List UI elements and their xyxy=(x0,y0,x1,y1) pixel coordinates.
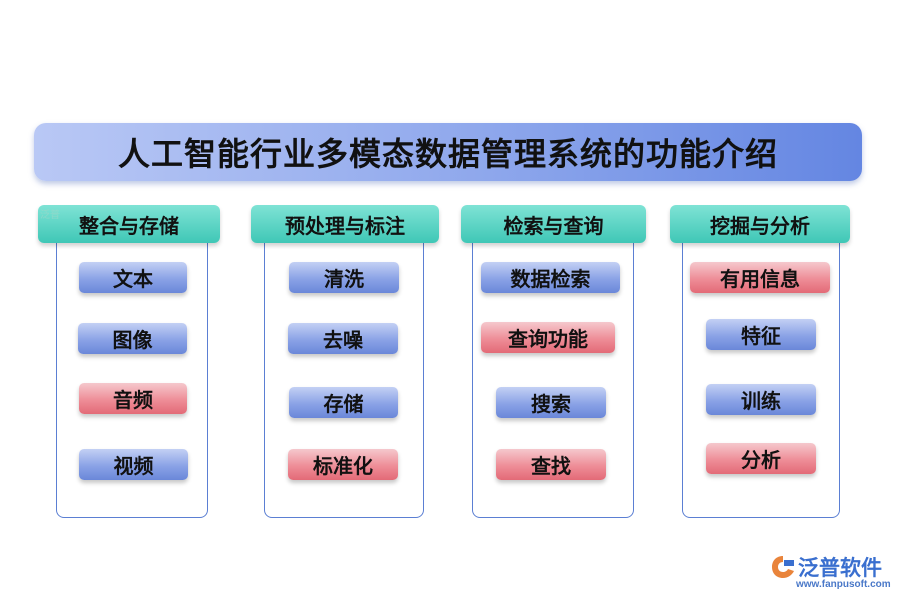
item-search: 搜索 xyxy=(496,387,606,418)
item-standardize: 标准化 xyxy=(288,449,398,480)
column-header-mining-analysis: 挖掘与分析 xyxy=(670,205,850,243)
item-audio: 音频 xyxy=(79,383,187,414)
brand-logo-url: www.fanpusoft.com xyxy=(796,579,891,590)
column-header-retrieval-query: 检索与查询 xyxy=(461,205,646,243)
item-image: 图像 xyxy=(78,323,187,354)
item-video: 视频 xyxy=(79,449,188,480)
item-features: 特征 xyxy=(706,319,816,350)
item-analysis: 分析 xyxy=(706,443,816,474)
brand-logo: 泛普软件 www.fanpusoft.com xyxy=(770,552,892,594)
item-data-retrieval: 数据检索 xyxy=(481,262,620,293)
item-training: 训练 xyxy=(706,384,816,415)
faint-watermark: 泛普 xyxy=(40,210,60,221)
item-storage: 存储 xyxy=(289,387,398,418)
brand-logo-icon xyxy=(772,556,794,578)
item-query-function: 查询功能 xyxy=(481,322,615,353)
item-cleaning: 清洗 xyxy=(289,262,399,293)
column-header-integration-storage: 整合与存储 xyxy=(38,205,220,243)
item-text: 文本 xyxy=(79,262,187,293)
column-header-preprocess-annotation: 预处理与标注 xyxy=(251,205,439,243)
page-title: 人工智能行业多模态数据管理系统的功能介绍 xyxy=(117,135,778,173)
brand-logo-name: 泛普软件 xyxy=(798,556,882,580)
title-bar: 人工智能行业多模态数据管理系统的功能介绍 xyxy=(34,123,862,181)
item-denoise: 去噪 xyxy=(288,323,398,354)
item-useful-info: 有用信息 xyxy=(690,262,830,293)
item-lookup: 查找 xyxy=(496,449,606,480)
